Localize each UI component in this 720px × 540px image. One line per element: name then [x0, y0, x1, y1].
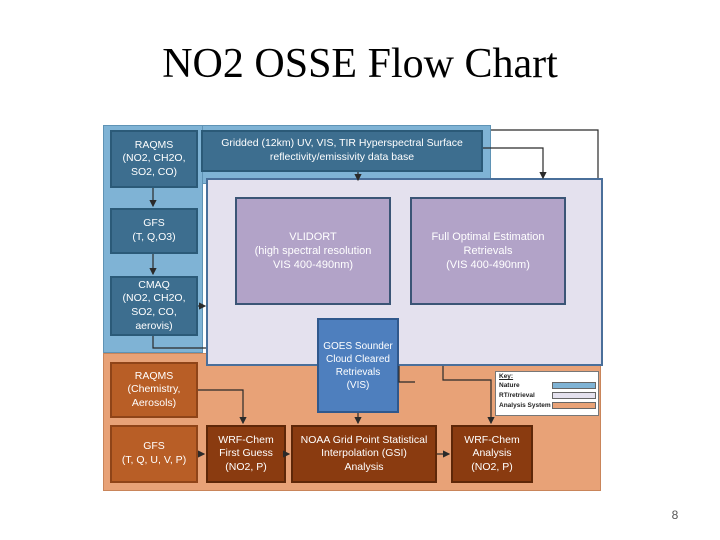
- connector-arrows: [149, 129, 599, 458]
- legend-swatch-nature: [552, 382, 596, 389]
- legend-label-rt-retrieval: RT/retrieval: [499, 392, 535, 399]
- flow-chart-diagram: RAQMS (NO2, CH2O, SO2, CO) Gridded (12km…: [103, 120, 603, 495]
- page-number: 8: [671, 508, 679, 522]
- legend-swatch-rt-retrieval: [552, 392, 596, 399]
- gsi-analysis-box: NOAA Grid Point Statistical Interpolatio…: [291, 425, 437, 483]
- legend-title: Key:: [499, 373, 514, 380]
- goes-sounder-retrievals-box: GOES Sounder Cloud Cleared Retrievals (V…: [317, 318, 399, 413]
- wrf-chem-first-guess-box: WRF-Chem First Guess (NO2, P): [206, 425, 286, 483]
- gridded-surface-database-box: Gridded (12km) UV, VIS, TIR Hyperspectra…: [201, 130, 483, 172]
- vlidort-box: VLIDORT (high spectral resolution VIS 40…: [235, 197, 391, 305]
- gfs-analysis-box: GFS (T, Q, U, V, P): [110, 425, 198, 483]
- cmaq-box: CMAQ (NO2, CH2O, SO2, CO, aerovis): [110, 276, 198, 336]
- slide-title: NO2 OSSE Flow Chart: [162, 41, 558, 87]
- raqms-analysis-box: RAQMS (Chemistry, Aerosols): [110, 362, 198, 418]
- raqms-nature-box: RAQMS (NO2, CH2O, SO2, CO): [110, 130, 198, 188]
- full-optimal-estimation-box: Full Optimal Estimation Retrievals (VIS …: [410, 197, 566, 305]
- gfs-nature-box: GFS (T, Q,O3): [110, 208, 198, 254]
- legend-key: Key: Nature RT/retrieval Analysis System: [495, 371, 599, 416]
- legend-label-nature: Nature: [499, 382, 520, 389]
- legend-label-analysis-system: Analysis System: [499, 402, 551, 409]
- legend-swatch-analysis-system: [552, 402, 596, 409]
- wrf-chem-analysis-box: WRF-Chem Analysis (NO2, P): [451, 425, 533, 483]
